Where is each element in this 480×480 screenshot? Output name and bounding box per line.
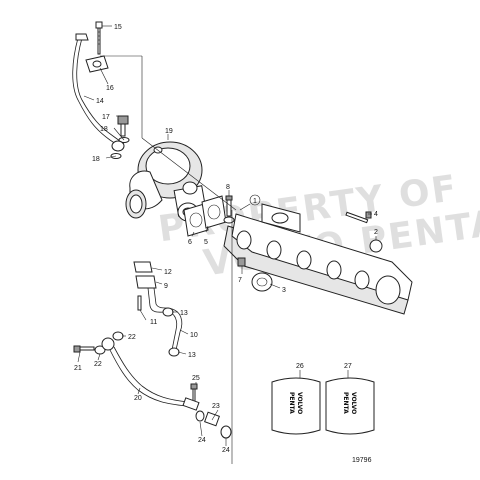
gasket-16 [85, 55, 109, 73]
washer-24-upper [195, 410, 205, 422]
callout-1-circle [249, 194, 261, 206]
gasket-kit-26: 26 VOLVO PENTA [271, 363, 321, 435]
callout-23: 23 [212, 403, 220, 410]
union-fitting [182, 397, 200, 411]
bolt-15 [95, 21, 103, 55]
hose-clamp-13-bottom [168, 347, 180, 357]
banjo-bolt-17 [117, 115, 129, 137]
kit-27-brand-line-1: VOLVO [350, 392, 357, 414]
callout-13-bottom: 13 [188, 352, 196, 359]
kit-number-26: 26 [296, 363, 304, 370]
kit-27-brand-line-2: PENTA [342, 392, 349, 414]
exhaust-manifold [223, 203, 413, 315]
banjo-fitting [111, 140, 125, 152]
leader-lines [77, 25, 377, 446]
oil-feed-pipe [72, 33, 125, 149]
callout-3: 3 [282, 287, 286, 294]
callout-16: 16 [106, 85, 114, 92]
callout-12: 12 [164, 269, 172, 276]
callout-18-bottom: 18 [92, 156, 100, 163]
gasket-kit-27: 27 VOLVO PENTA [325, 363, 375, 435]
banjo-fitting-lower [101, 337, 115, 351]
kit-26-brand-line-2: PENTA [288, 392, 295, 414]
assembly-outline [100, 55, 237, 464]
figure-number: 19796 [352, 457, 372, 464]
plug-2 [369, 239, 383, 253]
callouts: 15 16 14 17 18 18 19 8 1 4 2 6 5 7 3 12 … [74, 24, 378, 454]
callout-11: 11 [150, 319, 157, 326]
callout-18-top: 18 [100, 126, 108, 133]
callout-10: 10 [190, 332, 198, 339]
callout-22-bottom: 22 [94, 361, 102, 368]
callout-20: 20 [134, 395, 142, 402]
callout-17: 17 [102, 114, 110, 121]
callout-5: 5 [204, 239, 208, 246]
bolt-11 [137, 295, 142, 311]
callout-1: 1 [253, 198, 257, 205]
callout-8: 8 [226, 184, 230, 191]
callout-13-top: 13 [180, 310, 188, 317]
callout-9: 9 [164, 283, 168, 290]
washer-24-lower [220, 425, 232, 439]
bolt-4 [345, 211, 372, 224]
callout-21: 21 [74, 365, 82, 372]
flange-9 [135, 275, 157, 289]
hose-clamp-13-top [162, 307, 174, 317]
adapter-23 [204, 411, 220, 427]
callout-6: 6 [188, 239, 192, 246]
callout-24-right: 24 [222, 447, 230, 454]
gasket-6 [183, 203, 209, 237]
turbocharger [125, 141, 207, 222]
gasket-12 [133, 261, 153, 273]
kit-26-brand-line-1: VOLVO [296, 392, 303, 414]
gasket-5 [201, 195, 227, 229]
stud-8 [223, 195, 235, 224]
drain-pipe [109, 346, 189, 407]
callout-14: 14 [96, 98, 104, 105]
callout-2: 2 [374, 229, 378, 236]
bolt-21 [73, 345, 95, 353]
callout-24-left: 24 [198, 437, 206, 444]
nut-7 [237, 257, 246, 267]
callout-19: 19 [165, 128, 173, 135]
callout-4: 4 [374, 211, 378, 218]
callout-15: 15 [114, 24, 122, 31]
callout-25: 25 [192, 375, 200, 382]
kit-number-27: 27 [344, 363, 352, 370]
callout-22-top: 22 [128, 334, 136, 341]
gasket-3 [251, 272, 273, 292]
callout-7: 7 [238, 277, 242, 284]
washer-22-upper [112, 331, 124, 341]
bolt-25 [190, 383, 198, 402]
